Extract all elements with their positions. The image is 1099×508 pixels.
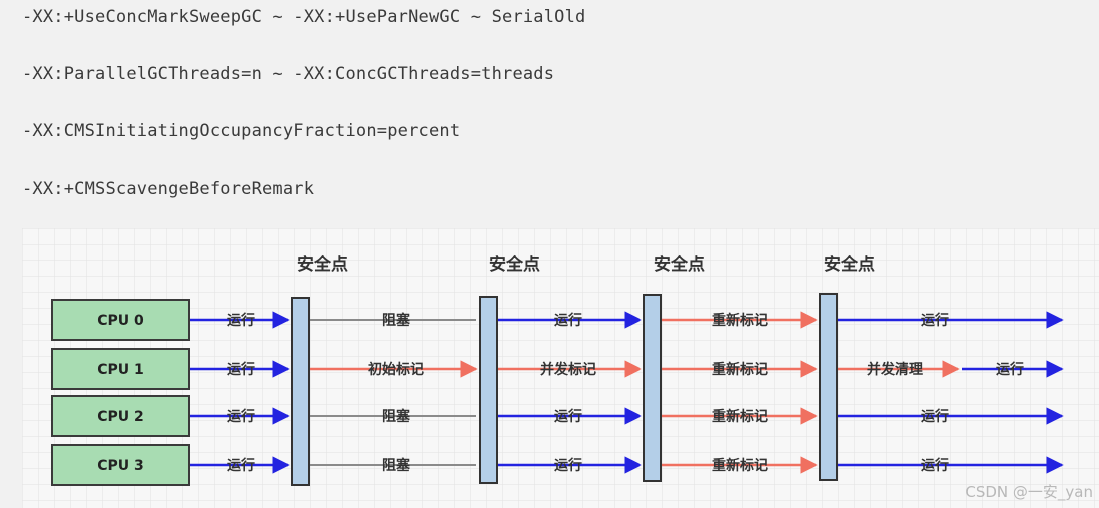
- safepoint-label-2: 安全点: [654, 254, 705, 275]
- segment-label-0-2: 运行: [554, 312, 582, 329]
- safepoint-label-3: 安全点: [824, 254, 875, 275]
- cpu-box-2: [51, 395, 190, 437]
- segment-label-0-1: 阻塞: [382, 312, 411, 329]
- cpu-box-0: [51, 299, 190, 341]
- param-line-3: -XX:CMSInitiatingOccupancyFraction=perce…: [22, 121, 461, 141]
- segment-label-0-3: 重新标记: [712, 312, 768, 329]
- param-line-1: -XX:+UseConcMarkSweepGC ~ -XX:+UseParNew…: [22, 7, 586, 27]
- segment-label-2-0: 运行: [227, 408, 255, 425]
- cpu-label-1: CPU 1: [97, 362, 144, 378]
- safepoint-bar-1: [479, 296, 498, 484]
- cpu-box-1: [51, 348, 190, 390]
- safepoint-label-0: 安全点: [297, 254, 348, 275]
- segment-label-2-1: 阻塞: [382, 408, 411, 425]
- segment-label-2-4: 运行: [921, 408, 949, 425]
- segment-label-2-2: 运行: [554, 408, 582, 425]
- safepoint-bar-2: [643, 294, 662, 482]
- segment-label-1-2: 并发标记: [540, 361, 596, 378]
- segment-label-1-1: 初始标记: [368, 361, 424, 378]
- segment-label-2-3: 重新标记: [712, 408, 768, 425]
- segment-label-3-1: 阻塞: [382, 457, 411, 474]
- safepoint-bar-0: [291, 297, 310, 486]
- segment-label-0-0: 运行: [227, 312, 255, 329]
- param-line-4: -XX:+CMSScavengeBeforeRemark: [22, 179, 315, 199]
- segment-label-1-0: 运行: [227, 361, 255, 378]
- cpu-box-3: [51, 444, 190, 486]
- segment-label-3-2: 运行: [554, 457, 582, 474]
- cpu-label-0: CPU 0: [97, 313, 144, 329]
- segment-label-3-4: 运行: [921, 457, 949, 474]
- cpu-label-2: CPU 2: [97, 409, 144, 425]
- safepoint-label-1: 安全点: [489, 254, 540, 275]
- param-line-2: -XX:ParallelGCThreads=n ~ -XX:ConcGCThre…: [22, 64, 555, 84]
- safepoint-bar-3: [819, 293, 838, 481]
- segment-label-1-4-then: 运行: [996, 361, 1024, 378]
- watermark: CSDN @一安_yan: [965, 483, 1093, 501]
- segment-label-3-0: 运行: [227, 457, 255, 474]
- segment-label-1-3: 重新标记: [712, 361, 768, 378]
- segment-label-1-4: 并发清理: [867, 361, 923, 378]
- segment-label-3-3: 重新标记: [712, 457, 768, 474]
- cpu-label-3: CPU 3: [97, 458, 144, 474]
- segment-label-0-4: 运行: [921, 312, 949, 329]
